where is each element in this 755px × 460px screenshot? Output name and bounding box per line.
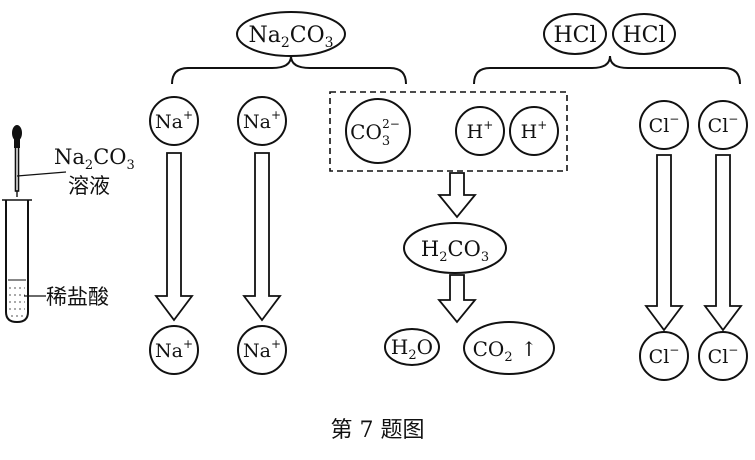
- arrow-cl-1: [644, 154, 684, 332]
- arrow-h2co3-to-products: [437, 274, 477, 324]
- cl-ion-product-1: Cl−: [639, 331, 689, 381]
- h-ion-2: H+: [509, 106, 559, 156]
- cl-ion-2: Cl−: [698, 100, 748, 150]
- arrow-cl-2: [703, 154, 743, 332]
- svg-text:Cl−: Cl−: [708, 343, 739, 368]
- arrow-na-2: [242, 152, 282, 322]
- arrow-na-1: [154, 152, 194, 322]
- co2-product: CO2↑: [463, 321, 555, 375]
- arrow-ions-to-h2co3: [437, 172, 477, 219]
- h-ion-1: H+: [455, 106, 505, 156]
- svg-text:CO2↑: CO2↑: [473, 337, 538, 365]
- svg-text:Na+: Na+: [155, 337, 193, 362]
- cl-ion-1: Cl−: [639, 100, 689, 150]
- h2o-product: H2O: [384, 328, 440, 366]
- svg-text:Cl−: Cl−: [649, 112, 680, 137]
- co3-ion: CO32−: [345, 98, 411, 164]
- na2co3-formula: Na2CO3: [248, 23, 333, 51]
- hcl-brace: [473, 55, 741, 85]
- na-ion-product-1: Na+: [149, 325, 199, 375]
- svg-text:CO32−: CO32−: [350, 117, 400, 149]
- dropper-label-leader: [16, 171, 67, 177]
- svg-text:H2O: H2O: [391, 335, 433, 363]
- test-tube: [2, 199, 32, 324]
- svg-text:HCl: HCl: [622, 23, 665, 48]
- dropper: [12, 125, 22, 197]
- svg-text:HCl: HCl: [553, 23, 596, 48]
- svg-text:Na+: Na+: [243, 337, 281, 362]
- svg-text:Cl−: Cl−: [649, 343, 680, 368]
- svg-text:H+: H+: [467, 118, 494, 143]
- h2co3-intermediate: H2CO3: [403, 222, 507, 274]
- cl-ion-product-2: Cl−: [698, 331, 748, 381]
- hcl-reagent-2: HCl: [612, 13, 676, 55]
- svg-text:Na+: Na+: [243, 108, 281, 133]
- tube-label: 稀盐酸: [46, 285, 109, 309]
- reacting-ions-box: [329, 91, 568, 172]
- hcl-reagent-1: HCl: [543, 13, 607, 55]
- figure-caption: 第 7 题图: [330, 418, 425, 443]
- svg-text:Na+: Na+: [155, 108, 193, 133]
- svg-text:H2CO3: H2CO3: [421, 237, 489, 265]
- dropper-label-text: 溶液: [68, 174, 110, 198]
- dropper-label-formula: Na2CO3: [54, 145, 135, 173]
- svg-text:Cl−: Cl−: [708, 112, 739, 137]
- na2co3-brace: [171, 55, 407, 85]
- na-ion-product-2: Na+: [237, 325, 287, 375]
- na2co3-reagent: Na2CO3: [236, 11, 346, 57]
- na-ion-1: Na+: [149, 96, 199, 146]
- svg-text:H+: H+: [521, 118, 548, 143]
- na-ion-2: Na+: [237, 96, 287, 146]
